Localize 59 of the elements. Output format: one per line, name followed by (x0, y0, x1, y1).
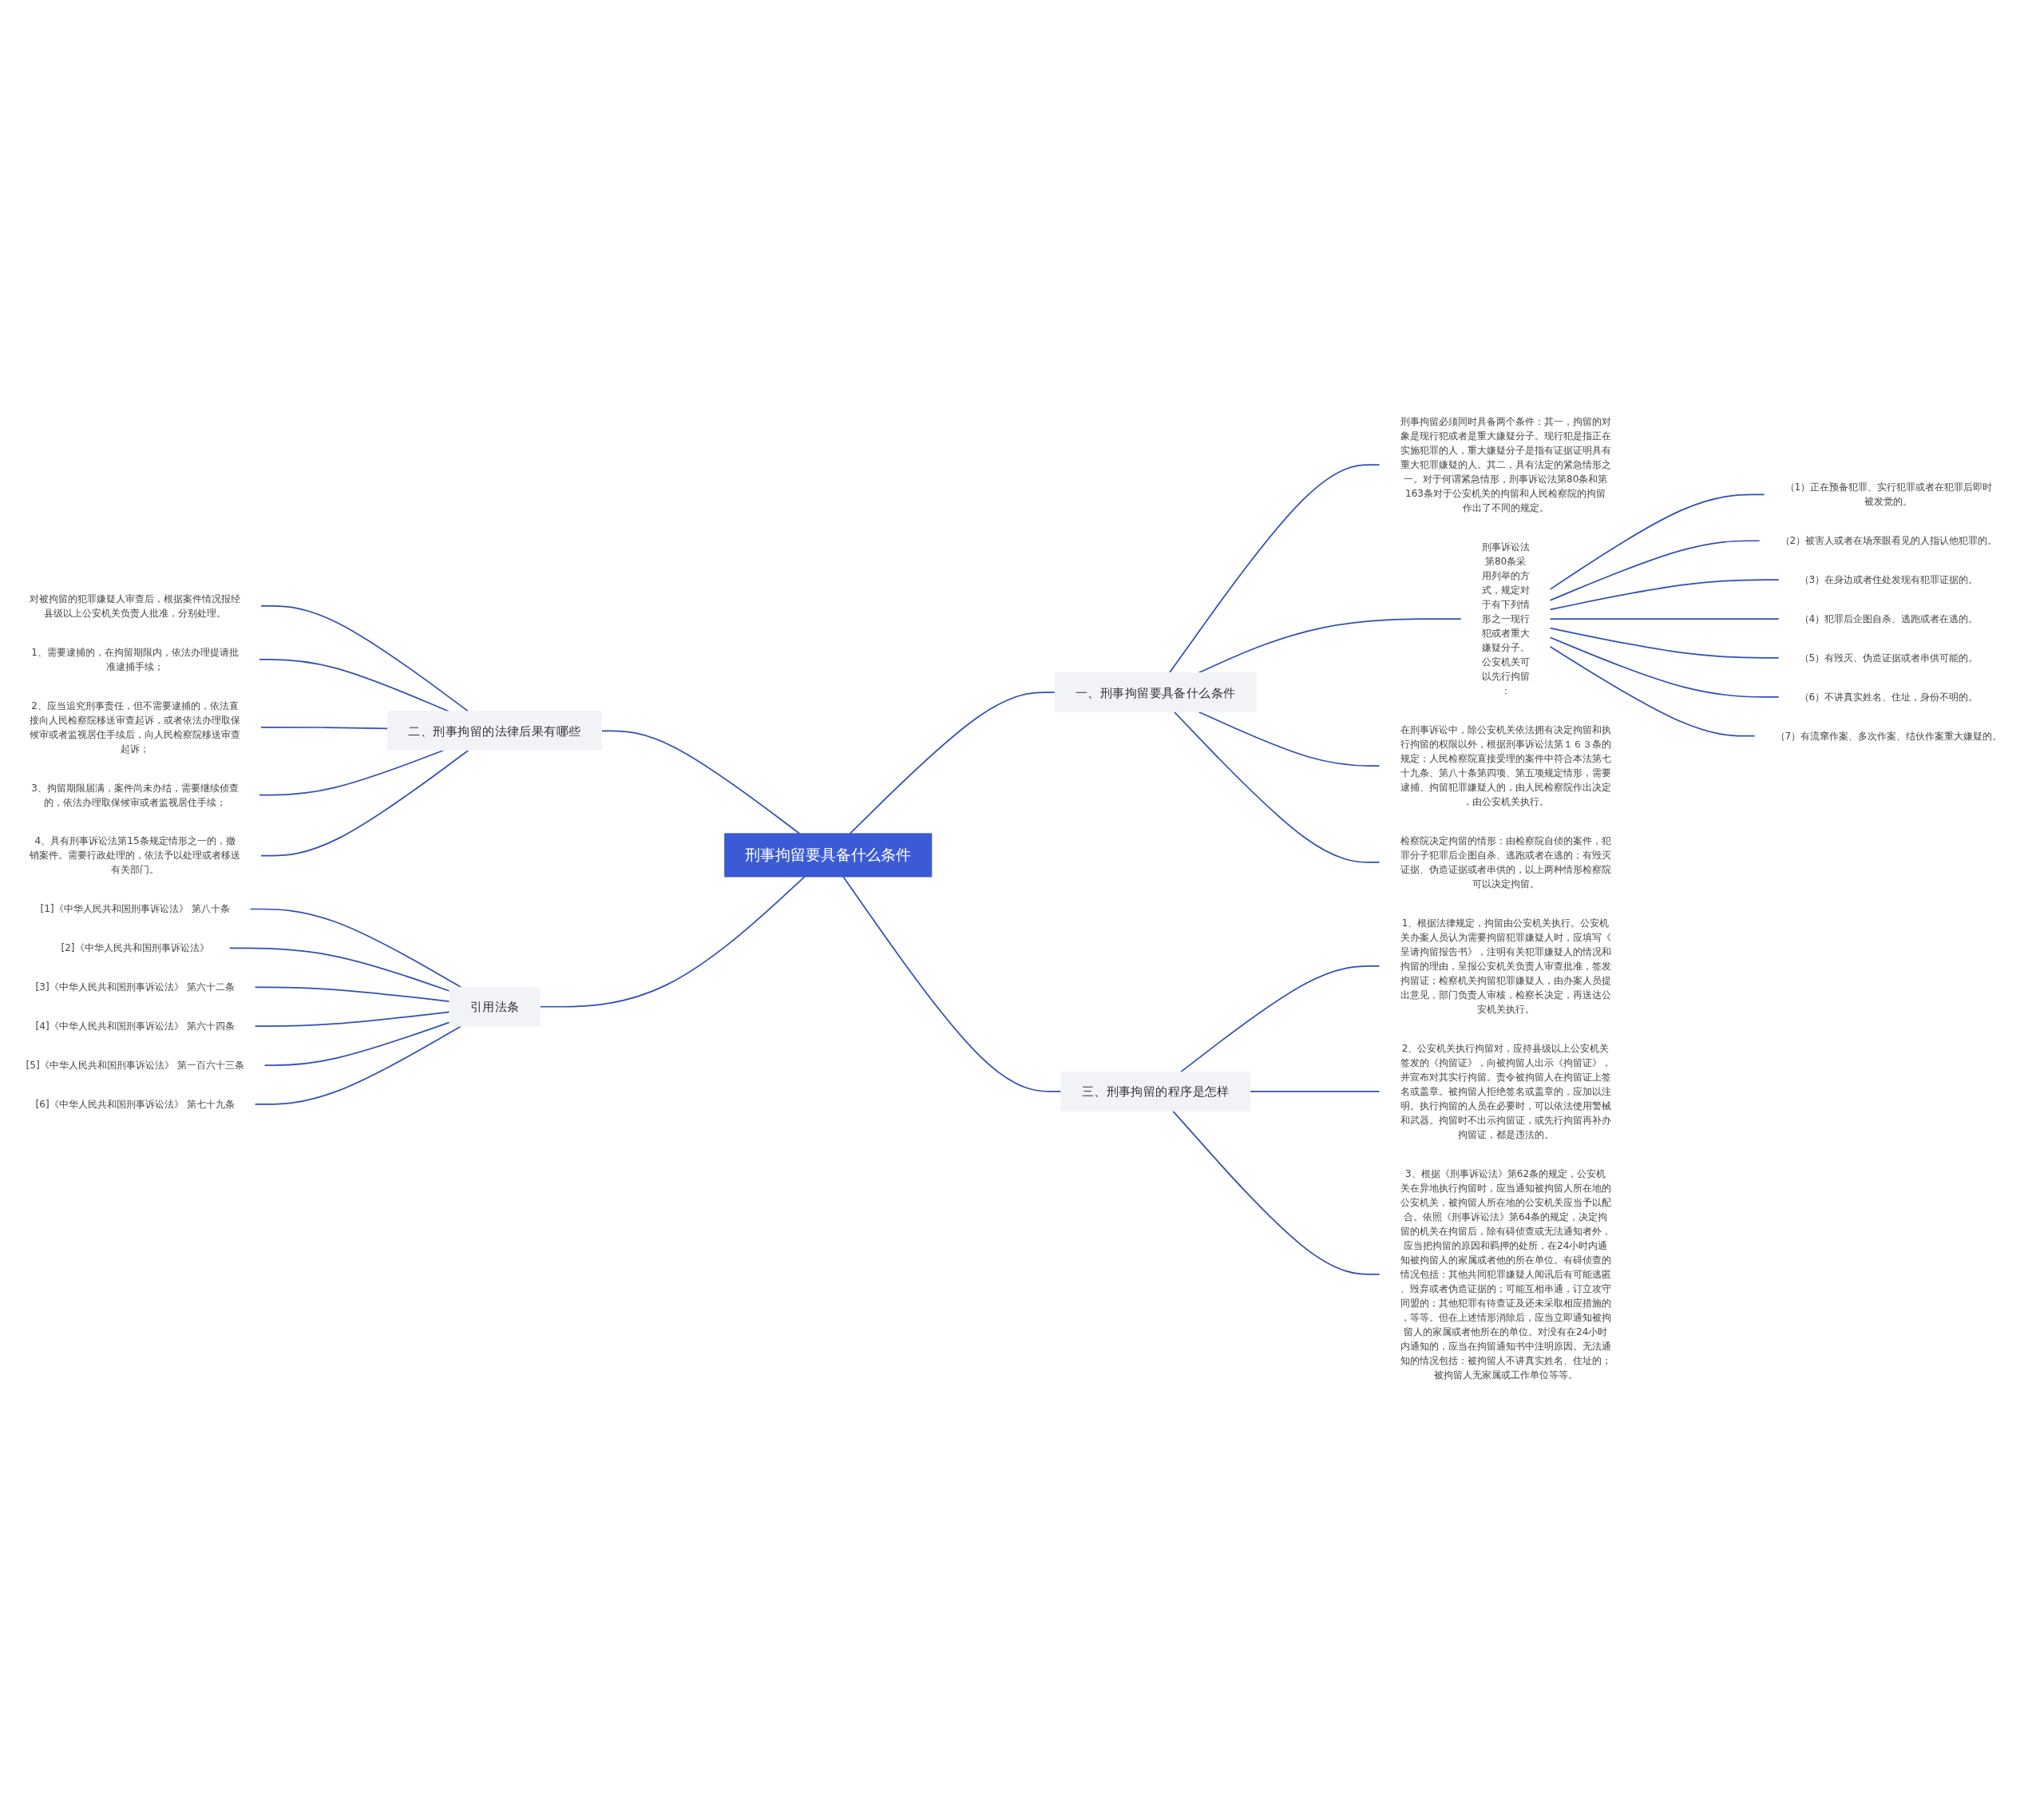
connector (228, 947, 450, 992)
node-text: 4、具有刑事诉讼法第15条规定情形之一的，撤销案件。需要行政处理的，依法予以处理或者移送有关部门。 (30, 835, 241, 876)
node-box: 刑事拘留要具备什么条件 (724, 833, 933, 878)
node-text: （5）有毁灭、伪造证据或者串供可能的。 (1799, 652, 1979, 664)
node-text: 刑事诉讼法第80条采用列举的方式，规定对于有下列情形之一现行犯或者重大嫌疑分子。公安机关可以先行拘留： (1481, 541, 1530, 696)
node-text: [3]《中华人民共和国刑事诉讼法》 第六十二条 (35, 981, 235, 993)
connector (1172, 1110, 1380, 1275)
node-text: （4）犯罪后企图自杀、逃跑或者在逃的。 (1799, 612, 1979, 624)
node-text: 刑事拘留必须同时具备两个条件：其一，拘留的对象是现行犯或者是重大嫌疑分子。现行犯是指正在实施犯罪的人，重大嫌疑分子是指有证据证明具有重大犯罪嫌疑的人。其二，具有法定的紧急情形之一。对于何谓紧急情形，刑事诉讼法第80条和第163条对于公安机关的拘留和人民检察院的拘留作出了不同的规定。 (1400, 415, 1611, 513)
node-box: 一、刑事拘留要具备什么条件 (1054, 672, 1257, 712)
connector (254, 986, 450, 1003)
node-text: 2、应当追究刑事责任，但不需要逮捕的，依法直接向人民检察院移送审查起诉，或者依法办理取保候审或者监视居住手续后，向人民检察院移送审查起诉； (30, 699, 241, 755)
node-text: 1、根据法律规定，拘留由公安机关执行。公安机关办案人员认为需要拘留犯罪嫌疑人时，应填写《呈请拘留报告书》，注明有关犯罪嫌疑人的情况和拘留的理由，呈报公安机关负责人审查批准，签发拘留证；检察机关拘留犯罪嫌疑人，由办案人员提出意见，部门负责人审核，检察长决定，再送达公安机关执行。 (1400, 917, 1611, 1015)
connector (539, 876, 806, 1008)
node-text: 2、公安机关执行拘留对，应持县级以上公安机关签发的《拘留证》，向被拘留人出示《拘留证》，并宣布对其实行拘留。责令被拘留人在拘留证上签名或盖章。被拘留人拒绝签名或盖章的，应加以注明。执行拘留的人员在必要时，可以依法使用警械和武器。拘留时不出示拘留证，或先行拘留再补办拘留证，都是违法的。 (1400, 1042, 1611, 1140)
connector (1549, 618, 1780, 620)
connector (1549, 540, 1761, 601)
connector (1198, 618, 1462, 674)
connector (254, 1025, 462, 1105)
node-text: 3、根据《刑事诉讼法》第62条的规定，公安机关在异地执行拘留时，应当通知被拘留人所在地的公安机关，被拘留人所在地的公安机关应当予以配合。依照《刑事诉讼法》第64条的规定，决定拘留的机关在拘留后，除有碍侦查或无法通知者外，应当把拘留的原因和羁押的处所，在24小时内通知被拘留人的家属或者他的所在单位。有碍侦查的情况包括：其他共同犯罪嫌疑人闻讯后有可能逃匿、毁弃或者伪造证据的；可能互相串通，订立攻守同盟的；其他犯罪有待查证及还未采取相应措施的，等等。但在上述情形消除后，应当立即通知被拘留人的家属或者他所在的单位。对没有在24小时内通知的，应当在拘留通知书中注明原因。无法通知的情况包括：被拘留人不讲真实姓名、住址的；被拘留人无家属或工作单位等等。 (1400, 1167, 1611, 1381)
node-text: （6）不讲真实姓名、住址，身份不明的。 (1799, 691, 1979, 703)
connector (249, 908, 462, 989)
node-text: （2）被害人或者在场亲眼看见的人指认他犯罪的。 (1780, 534, 1998, 546)
connector (1549, 645, 1756, 737)
node-text: [1]《中华人民共和国刑事诉讼法》 第八十条 (40, 903, 230, 914)
connector (1549, 627, 1780, 659)
connector (260, 605, 469, 712)
node-box: 引用法条 (449, 986, 541, 1027)
node-box: 二、刑事拘留的法律后果有哪些 (387, 711, 602, 751)
node-text: [6]《中华人民共和国刑事诉讼法》 第七十九条 (35, 1098, 235, 1110)
node-text: （7）有流窜作案、多次作案、结伙作案重大嫌疑的。 (1775, 730, 2002, 742)
connector (258, 659, 450, 712)
node-text: [4]《中华人民共和国刑事诉讼法》 第六十四条 (35, 1020, 235, 1032)
connector (1549, 493, 1765, 590)
connector (254, 1011, 450, 1028)
connector (1249, 1091, 1380, 1092)
node-text: （1）正在预备犯罪、实行犯罪或者在犯罪后即时被发觉的。 (1785, 481, 1993, 507)
node-box: 三、刑事拘留的程序是怎样 (1060, 1072, 1251, 1112)
node-text: 在刑事诉讼中，除公安机关依法拥有决定拘留和执行拘留的权限以外，根据刑事诉讼法第１６３条的规定；人民检察院直接受理的案件中符合本法第七十九条、第八十条第四项、第五项规定情形，需要逮捕、拘留犯罪嫌疑人的，由人民检察院作出决定，由公安机关执行。 (1400, 723, 1611, 807)
node-text: 检察院决定拘留的情形：由检察院自侦的案件，犯罪分子犯罪后企图自杀、逃跑或者在逃的；有毁灭证据、伪造证据或者串供的，以上两种情形检察院可以决定拘留。 (1400, 834, 1611, 890)
connector (1549, 636, 1780, 698)
connector (1198, 711, 1380, 767)
node-text: 对被拘留的犯罪嫌疑人审查后，根据案件情况报经县级以上公安机关负责人批准，分别处理。 (30, 592, 241, 619)
connector (849, 692, 1056, 834)
node-text: 3、拘留期限届满，案件尚未办结，需要继续侦查的，依法办理取保候审或者监视居住手续； (31, 782, 240, 808)
connector (260, 749, 469, 857)
connector (1180, 965, 1380, 1073)
connector (263, 1021, 450, 1066)
connector (1173, 711, 1380, 863)
connector (258, 749, 445, 796)
node-text: [5]《中华人民共和国刑事诉讼法》 第一百六十三条 (26, 1059, 244, 1071)
node-text: 1、需要逮捕的，在拘留期限内，依法办理提请批准逮捕手续； (31, 646, 240, 672)
connector (842, 876, 1062, 1092)
connector (600, 730, 801, 834)
connector (1549, 579, 1780, 611)
node-text: （3）在身边或者住处发现有犯罪证据的。 (1799, 573, 1979, 585)
connector (260, 726, 389, 730)
connector (1168, 464, 1380, 674)
node-text: [2]《中华人民共和国刑事诉讼法》 (61, 942, 209, 953)
